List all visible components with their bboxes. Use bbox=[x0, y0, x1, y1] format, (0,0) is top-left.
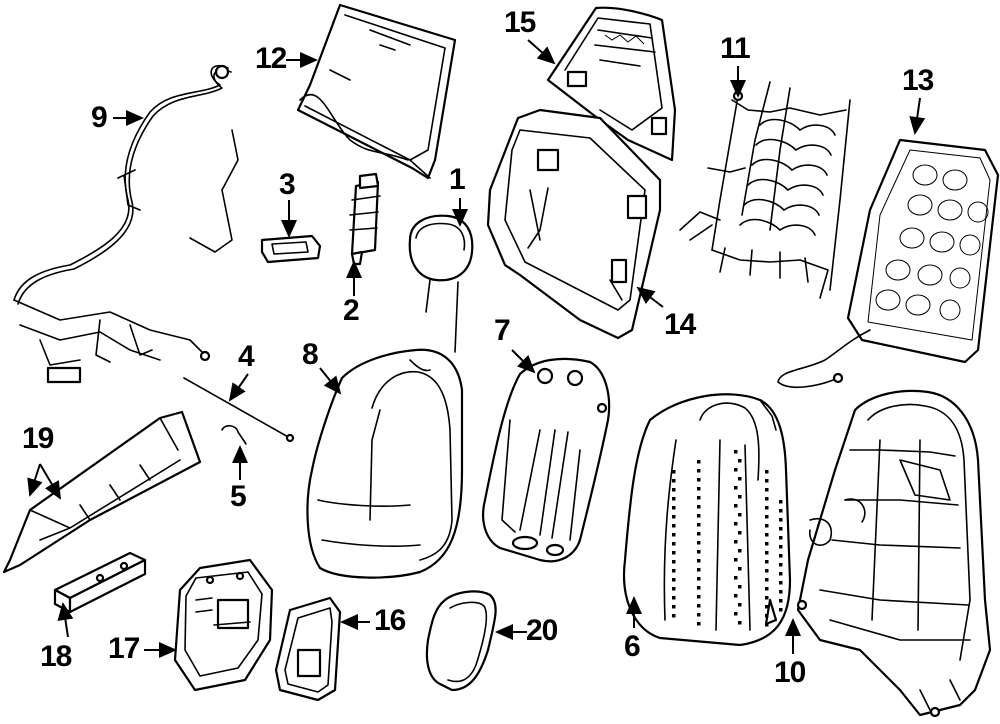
part-8-back-cushion[interactable] bbox=[306, 348, 464, 579]
callout-13[interactable]: 13 bbox=[902, 64, 934, 97]
callout-1[interactable]: 1 bbox=[449, 163, 466, 196]
callout-12[interactable]: 12 bbox=[255, 42, 287, 75]
part-6-back-cover[interactable] bbox=[623, 393, 792, 647]
part-10-back-frame[interactable] bbox=[796, 389, 992, 718]
callout-15[interactable]: 15 bbox=[504, 6, 536, 39]
part-5-clip[interactable] bbox=[221, 424, 247, 445]
callout-11[interactable]: 11 bbox=[720, 32, 751, 65]
callout-8[interactable]: 8 bbox=[302, 338, 319, 371]
callout-17[interactable]: 17 bbox=[108, 632, 140, 665]
callout-4[interactable]: 4 bbox=[238, 340, 255, 373]
part-3-switch[interactable] bbox=[260, 234, 322, 264]
callout-18[interactable]: 18 bbox=[40, 640, 72, 673]
callout-14[interactable]: 14 bbox=[664, 308, 696, 341]
part-19-side-trim[interactable] bbox=[2, 410, 202, 574]
callout-19[interactable]: 19 bbox=[22, 422, 54, 455]
callout-6[interactable]: 6 bbox=[624, 630, 641, 663]
callout-3[interactable]: 3 bbox=[279, 168, 296, 201]
part-17-mechanism[interactable] bbox=[173, 558, 274, 692]
callout-7[interactable]: 7 bbox=[494, 314, 511, 347]
part-2-connector[interactable] bbox=[349, 172, 381, 266]
callout-2[interactable]: 2 bbox=[343, 294, 360, 327]
part-9-wiring-harness[interactable] bbox=[13, 64, 239, 384]
callout-9[interactable]: 9 bbox=[91, 101, 108, 134]
part-7-pad[interactable] bbox=[482, 357, 611, 563]
part-11-spring-mat[interactable] bbox=[679, 81, 851, 299]
leader-lines bbox=[27, 39, 926, 658]
part-6-perforation-pattern bbox=[672, 450, 783, 627]
part-16-trim-pad[interactable] bbox=[274, 596, 342, 702]
part-18-bracket[interactable] bbox=[53, 551, 147, 614]
callout-10[interactable]: 10 bbox=[774, 656, 806, 689]
part-4-rod[interactable] bbox=[183, 377, 295, 443]
part-1-headrest[interactable] bbox=[408, 214, 474, 353]
part-13-heater-mat[interactable] bbox=[777, 138, 1000, 388]
callout-20[interactable]: 20 bbox=[526, 614, 558, 647]
part-20-cushion-pad[interactable] bbox=[425, 590, 497, 692]
part-15-upper-panel[interactable] bbox=[546, 6, 677, 162]
callout-16[interactable]: 16 bbox=[374, 604, 406, 637]
callout-5[interactable]: 5 bbox=[230, 480, 247, 513]
part-12-back-panel[interactable] bbox=[296, 3, 457, 180]
part-14-back-shell[interactable] bbox=[486, 108, 662, 340]
